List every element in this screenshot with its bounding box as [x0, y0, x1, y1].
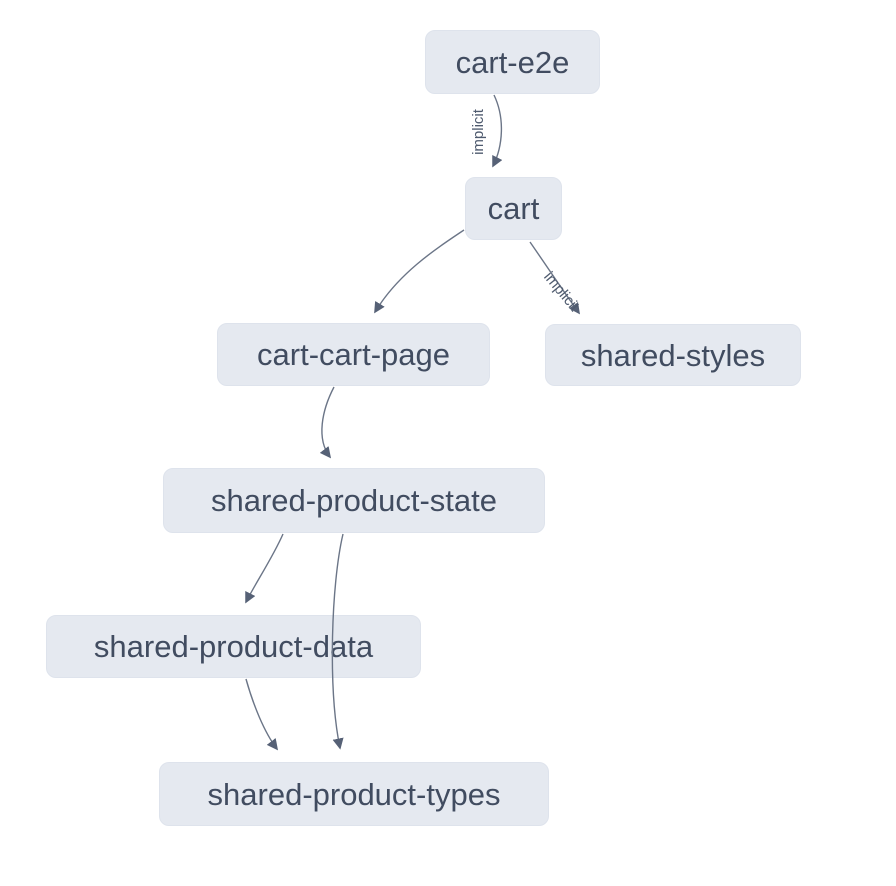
edge-label-implicit-shared-styles: implicit — [540, 269, 583, 316]
edge-label-implicit-cart-e2e: implicit — [470, 108, 487, 155]
edge-cart-to-cart-cart-page[interactable] — [374, 229, 465, 314]
edge-cart-to-shared-styles[interactable] — [529, 241, 580, 315]
graph-node-shared-product-data[interactable]: shared-product-data — [46, 615, 421, 678]
graph-node-cart-cart-page[interactable]: cart-cart-page — [217, 323, 490, 386]
graph-node-cart[interactable]: cart — [465, 177, 562, 240]
graph-node-shared-product-types[interactable]: shared-product-types — [159, 762, 549, 826]
edge-cart-cart-page-to-shared-product-state[interactable] — [319, 386, 335, 459]
edge-cart-e2e-to-cart[interactable] — [492, 94, 503, 168]
edge-shared-product-state-to-shared-product-data[interactable] — [245, 533, 284, 604]
graph-node-cart-e2e[interactable]: cart-e2e — [425, 30, 600, 94]
graph-node-shared-styles[interactable]: shared-styles — [545, 324, 801, 386]
graph-node-shared-product-state[interactable]: shared-product-state — [163, 468, 545, 533]
edge-shared-product-data-to-shared-product-types[interactable] — [245, 678, 279, 751]
edge-shared-product-state-to-shared-product-types[interactable] — [331, 533, 344, 750]
